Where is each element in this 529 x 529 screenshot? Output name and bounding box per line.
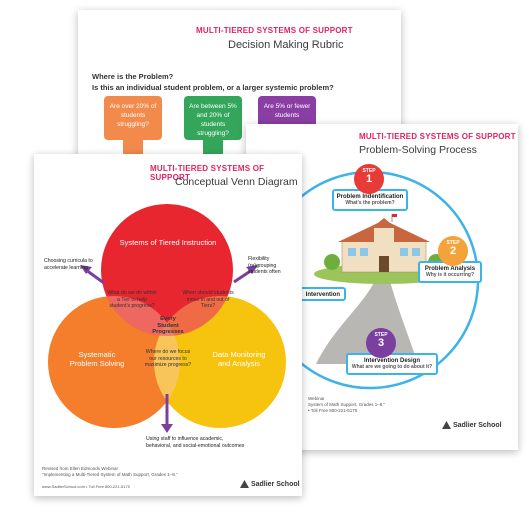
step-3-label: STEP [374, 332, 388, 338]
venn-logo-text: Sadlier School [250, 480, 300, 488]
venn-title: Conceptual Venn Diagram [175, 176, 298, 188]
rubric-header: MULTI-TIERED SYSTEMS OF SUPPORT [196, 26, 353, 35]
step-3-badge: STEP 3 [366, 328, 396, 358]
venn-label-right: Data Monitoring and Analysis [212, 350, 266, 368]
venn-url: www.SadlierSchool.com • Toll Free 800-22… [42, 484, 130, 489]
rubric-bubble-2: Are between 5% and 20% of students strug… [184, 96, 242, 154]
rubric-question-1: Where is the Problem? [92, 72, 174, 81]
step-2-number: 2 [449, 245, 457, 257]
sadlier-logo-icon [240, 480, 249, 488]
venn-side-bottom: Using staff to influence academic, behav… [146, 436, 245, 449]
venn-diagram-sheet: MULTI-TIERED SYSTEMS OF SUPPORT Conceptu… [34, 154, 302, 496]
step-1-question: What's the problem? [345, 200, 395, 206]
venn-center-label: Every Student Progresses [152, 316, 184, 335]
process-header: MULTI-TIERED SYSTEMS OF SUPPORT [359, 132, 516, 141]
step-1-title: Problem Indentification [336, 194, 404, 200]
arrow-left-icon [80, 265, 105, 285]
step-1-number: 1 [365, 173, 373, 185]
venn-overlap-top-left [101, 296, 180, 336]
process-logo: Sadlier School [442, 421, 502, 429]
venn-overlap-top-right [154, 296, 233, 336]
step-3-box: Intervention Design What are we going to… [346, 353, 438, 375]
bubble-tail-icon [203, 140, 223, 154]
process-credit-line-1: Webinar [308, 396, 325, 401]
decision-rubric-sheet: MULTI-TIERED SYSTEMS OF SUPPORT Decision… [78, 10, 401, 160]
step-2-badge: STEP 2 [438, 236, 468, 266]
rubric-bubble-3-text: Are 5% or fewer students [263, 103, 311, 119]
process-credit: Webinar System of Math Support, Grades 1… [308, 396, 385, 414]
venn-credit-line-2: "Implementing a Multi-Tiered System of M… [42, 472, 178, 477]
venn-question-top-left: What do we do within a Tier to help stud… [107, 290, 157, 309]
process-credit-line-3: • Toll Free 800-221-5175 [308, 408, 358, 413]
step-4-title: Intervention [305, 292, 340, 298]
venn-side-right: Flexibility (re)grouping students often [248, 256, 281, 275]
venn-question-top-right: When should students move in and out of … [182, 290, 234, 309]
step-3-question: What are we going to do about it? [351, 364, 433, 370]
bubble-tail-icon [123, 140, 143, 154]
step-2-question: Why is it occurring? [425, 272, 475, 278]
venn-graphic [48, 204, 286, 433]
step-3-number: 3 [377, 337, 385, 349]
step-1-badge: STEP 1 [354, 164, 384, 194]
rubric-bubble-1-text: Are over 20% of students struggling? [109, 103, 157, 128]
step-2-title: Problem Analysis [424, 266, 476, 272]
process-title: Problem-Solving Process [359, 144, 477, 156]
step-2-label: STEP [446, 240, 460, 246]
rubric-bubble-2-text: Are between 5% and 20% of students strug… [189, 103, 237, 137]
process-logo-text: Sadlier School [452, 421, 502, 429]
venn-credit: Revised from Ellen Edmonds Webinar "Impl… [42, 466, 178, 478]
rubric-title: Decision Making Rubric [228, 39, 344, 51]
arrow-right-icon [233, 265, 258, 284]
venn-credit-line-1: Revised from Ellen Edmonds Webinar [42, 466, 118, 471]
venn-logo: Sadlier School [240, 480, 300, 488]
venn-label-top: Systems of Tiered Instruction [119, 238, 217, 247]
process-credit-line-2: System of Math Support, Grades 1–8." [308, 402, 386, 407]
step-3-title: Intervention Design [363, 358, 420, 364]
venn-side-left: Choosing curricula to accelerate learnin… [44, 258, 93, 271]
venn-header: MULTI-TIERED SYSTEMS OF SUPPORT [150, 164, 265, 182]
venn-question-bottom: Where do we focus our resources to maxim… [144, 349, 192, 368]
sadlier-logo-icon [442, 421, 451, 429]
rubric-question-2: Is this an individual student problem, o… [92, 83, 334, 92]
rubric-bubble-1: Are over 20% of students struggling? [104, 96, 162, 154]
step-1-label: STEP [362, 168, 376, 174]
arrow-down-icon [161, 394, 173, 433]
venn-label-left: Systematic Problem Solving [69, 350, 125, 368]
